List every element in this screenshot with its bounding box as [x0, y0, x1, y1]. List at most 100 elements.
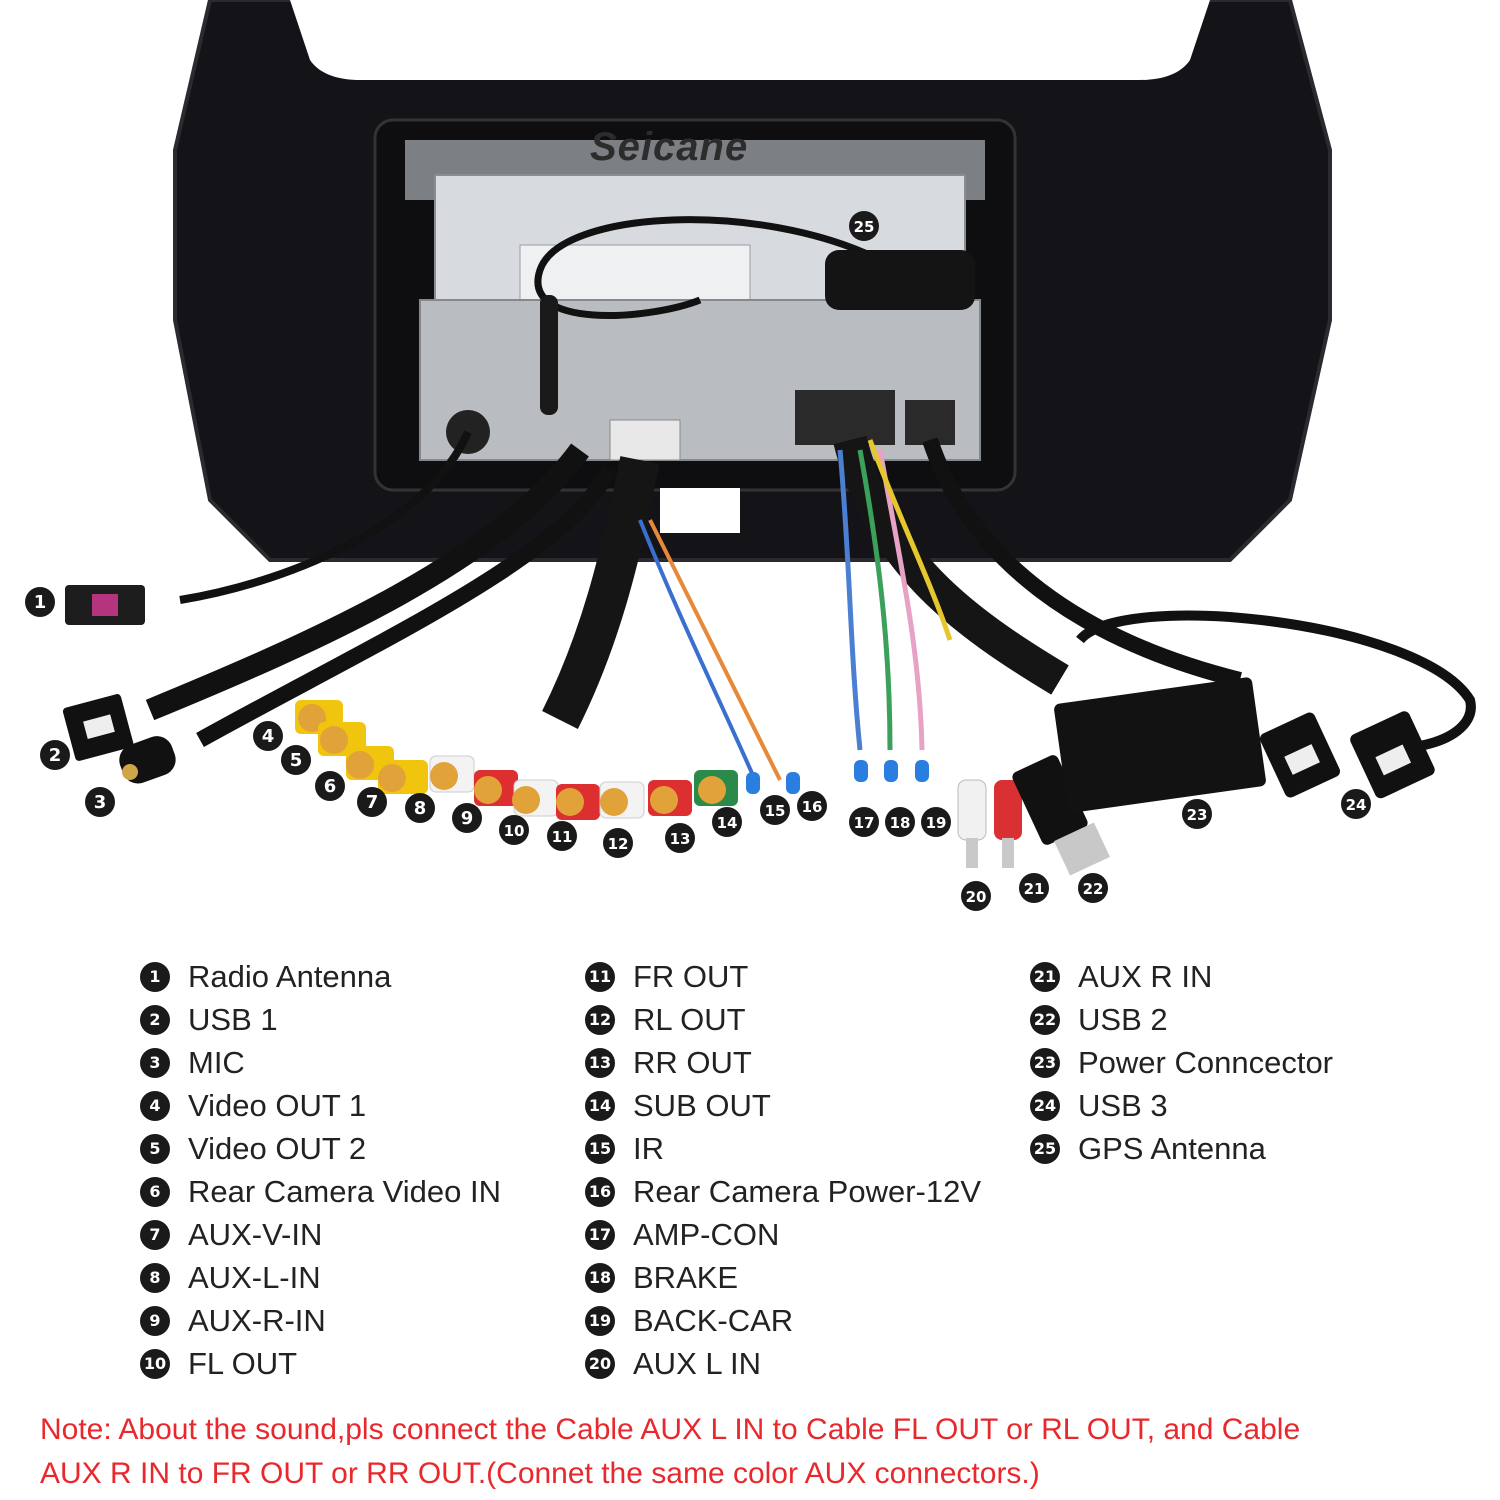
- unit-label-sticker: [519, 244, 751, 301]
- photo-badge: 13: [665, 823, 695, 853]
- legend-label: Rear Camera Power-12V: [633, 1173, 982, 1209]
- legend-item: 10 FL OUT: [140, 1342, 501, 1385]
- photo-badge: 5: [281, 745, 311, 775]
- photo-badge: 20: [961, 881, 991, 911]
- rca-aux-v-in: [378, 760, 428, 794]
- photo-badge-number: 16: [802, 798, 823, 816]
- photo-badge-number: 3: [94, 792, 107, 813]
- usb1-port: [83, 714, 115, 740]
- legend-number-badge: 7: [140, 1219, 170, 1250]
- photo-badge-number: 17: [854, 814, 875, 832]
- photo-badge: 16: [797, 791, 827, 821]
- legend-label: AMP-CON: [633, 1216, 780, 1252]
- legend-number-badge: 25: [1030, 1133, 1060, 1164]
- photo-badge-number: 18: [890, 814, 911, 832]
- photo-badge-number: 7: [366, 792, 379, 813]
- legend-label: IR: [633, 1130, 664, 1166]
- legend-label: RR OUT: [633, 1044, 752, 1080]
- usb3-port-a: [1284, 744, 1320, 775]
- legend-item: 12 RL OUT: [585, 998, 981, 1041]
- legend-label: Video OUT 2: [188, 1130, 367, 1166]
- rca-aux-r-in: [474, 770, 518, 806]
- rca-rl-out: [599, 781, 645, 819]
- legend-label: FL OUT: [188, 1345, 298, 1381]
- photo-badge-number: 25: [854, 218, 875, 236]
- legend-number-badge: 22: [1030, 1004, 1060, 1035]
- radio-plug-core: [92, 594, 118, 616]
- wire-pink: [877, 449, 925, 751]
- sound-note: Note: About the sound,pls connect the Ca…: [40, 1408, 1470, 1496]
- legend-number-badge: 3: [140, 1047, 170, 1078]
- legend-number-badge: 24: [1030, 1090, 1060, 1121]
- note-line-2: AUX R IN to FR OUT or RR OUT.(Connet the…: [40, 1457, 1040, 1490]
- photo-badge-number: 15: [765, 802, 786, 820]
- photo-badge-number: 19: [926, 814, 947, 832]
- photo-badge: 25: [849, 211, 879, 241]
- tip-amp: [854, 760, 868, 782]
- rca-bundle: [542, 456, 660, 729]
- legend-label: USB 3: [1078, 1087, 1168, 1123]
- photo-badge-number: 8: [414, 798, 427, 819]
- legend-number-badge: 10: [140, 1348, 170, 1379]
- photo-badge-number: 11: [552, 828, 573, 846]
- photo-badge: 8: [405, 793, 435, 823]
- legend-number-badge: 6: [140, 1176, 170, 1207]
- legend-number-badge: 20: [585, 1348, 615, 1379]
- center-slot: [660, 488, 740, 533]
- photo-badge-number: 9: [461, 808, 474, 829]
- photo-badge-number: 14: [717, 814, 738, 832]
- photo-badge-number: 12: [608, 835, 629, 853]
- usb2-plug: [1012, 755, 1110, 876]
- wire-orange: [648, 519, 782, 781]
- rca-sub-out: [694, 770, 738, 806]
- rca-aux-l-in: [429, 755, 475, 793]
- rca-fr-out: [556, 784, 600, 820]
- frame-top-cutout: [290, 0, 1210, 80]
- photo-badge-number: 2: [49, 745, 62, 766]
- photo-badge: 22: [1078, 873, 1108, 903]
- photo-badge: 7: [357, 787, 387, 817]
- legend-label: RL OUT: [633, 1001, 746, 1037]
- power-connector: [1054, 677, 1266, 813]
- photo-badge: 24: [1341, 789, 1371, 819]
- legend-label: Video OUT 1: [188, 1087, 367, 1123]
- photo-badge: 10: [499, 815, 529, 845]
- legend-label: SUB OUT: [633, 1087, 771, 1123]
- main-socket: [795, 390, 895, 445]
- legend-label: AUX-R-IN: [188, 1302, 326, 1338]
- gps-puck: [825, 250, 975, 310]
- tip-brake: [884, 760, 898, 782]
- legend-number-badge: 4: [140, 1090, 170, 1121]
- photo-badge-number: 20: [966, 888, 987, 906]
- legend-number-badge: 2: [140, 1004, 170, 1035]
- unit-back-panel: [419, 299, 981, 461]
- legend-item: 20 AUX L IN: [585, 1342, 981, 1385]
- wire-yellow: [867, 439, 953, 641]
- legend-number-badge: 15: [585, 1133, 615, 1164]
- usb3-port-b: [1375, 744, 1412, 776]
- mic-jack-hole: [122, 764, 138, 780]
- antenna-cable: [179, 430, 472, 604]
- photo-badge: 23: [1182, 799, 1212, 829]
- legend-label: AUX L IN: [633, 1345, 762, 1381]
- legend-label: GPS Antenna: [1078, 1130, 1266, 1166]
- legend-number-badge: 12: [585, 1004, 615, 1035]
- legend-number-badge: 21: [1030, 961, 1060, 992]
- photo-badge: 12: [603, 828, 633, 858]
- tip-cam-power: [786, 772, 800, 794]
- photo-badge-number: 10: [504, 822, 525, 840]
